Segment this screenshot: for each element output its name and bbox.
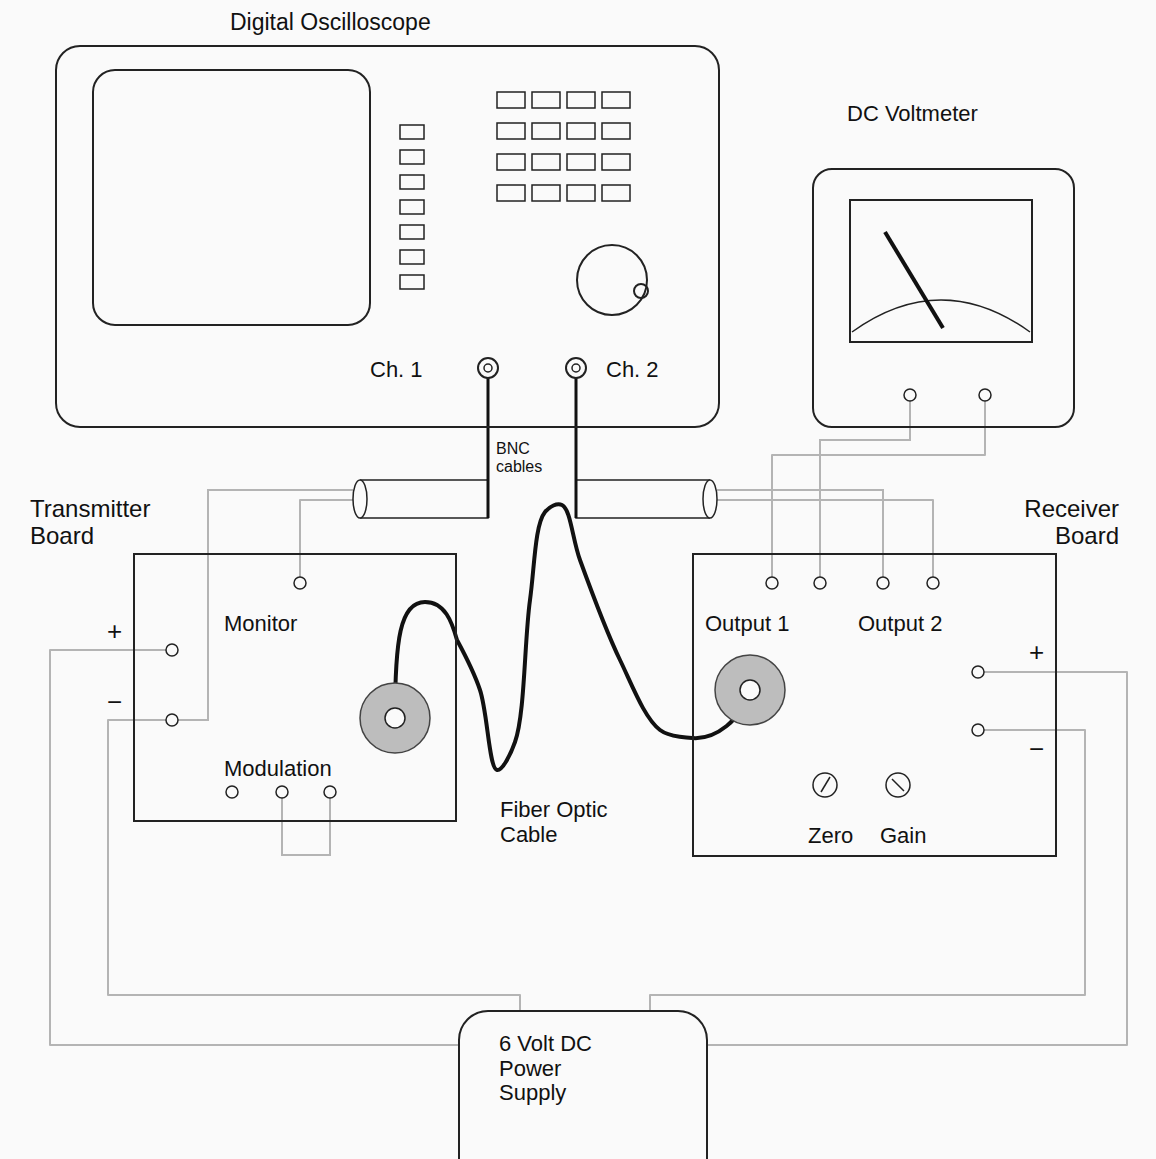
polarity-sign: − [1029, 735, 1044, 764]
gain-dial [886, 773, 910, 797]
edge-label: Fiber Optic Cable [500, 798, 640, 847]
side-button [400, 275, 424, 289]
shield-wire [178, 490, 353, 720]
knob-mark [634, 284, 648, 298]
dial-mark [892, 779, 904, 791]
key [602, 123, 630, 139]
node-title: Transmitter Board [30, 496, 158, 550]
power-supply: 6 Volt DC Power Supply [458, 1010, 708, 1159]
scope-screen [93, 70, 370, 325]
wires [133, 401, 1057, 855]
fiber-connector [740, 680, 760, 700]
terminal-lead [771, 553, 773, 577]
wire [50, 650, 458, 1045]
terminal-lead [984, 671, 1057, 673]
key [567, 185, 595, 201]
node-label: Modulation [224, 757, 332, 782]
bnc-cable [353, 480, 717, 518]
transmitter-board: Transmitter BoardMonitorModulation [133, 553, 457, 822]
meter-needle [885, 232, 943, 328]
node-title: 6 Volt DC Power Supply [499, 1032, 617, 1106]
meter-face [850, 200, 1032, 342]
key [497, 185, 525, 201]
meter-wire [820, 401, 910, 577]
bnc-jack [484, 364, 492, 372]
polarity-sign: + [1029, 638, 1044, 667]
node-label: Output 2 [858, 612, 942, 637]
terminal-lead [133, 649, 166, 651]
cable-label: BNC cables [496, 440, 562, 476]
key [532, 154, 560, 170]
receiver-board: Receiver BoardOutput 1Output 2ZeroGain [692, 553, 1057, 857]
wire [650, 730, 1085, 1010]
fiber-connector [360, 683, 430, 753]
key [602, 154, 630, 170]
wire [708, 672, 1127, 1045]
key [497, 154, 525, 170]
terminal-lead [984, 401, 986, 428]
dial-mark [821, 777, 830, 792]
side-button [400, 125, 424, 139]
key [497, 123, 525, 139]
node-label: Output 1 [705, 612, 789, 637]
terminal-lead [984, 729, 1057, 731]
side-button [400, 225, 424, 239]
wire [108, 720, 520, 1010]
key [567, 154, 595, 170]
key [532, 185, 560, 201]
shield-wire [717, 490, 883, 577]
node-label: Gain [880, 824, 926, 849]
fiber-optic-cable [457, 504, 692, 770]
node-label: Monitor [224, 612, 297, 637]
bnc-lead [487, 372, 490, 518]
terminal-lead [299, 553, 301, 577]
side-button [400, 200, 424, 214]
side-button [400, 150, 424, 164]
key [532, 123, 560, 139]
node-title: Digital Oscilloscope [230, 10, 431, 36]
polarity-sign: + [107, 617, 122, 646]
jumper-wire [282, 798, 330, 855]
node-label: Ch. 2 [606, 358, 659, 383]
fiber-connector [385, 708, 405, 728]
bnc-jack [478, 358, 498, 378]
key [532, 92, 560, 108]
side-button [400, 250, 424, 264]
bnc-jack [566, 358, 586, 378]
voltmeter: DC Voltmeter [812, 168, 1075, 428]
terminal-lead [932, 553, 934, 577]
knob [577, 245, 647, 315]
keypad [497, 92, 630, 201]
terminal-lead [133, 719, 166, 721]
zero-dial [813, 773, 837, 797]
side-buttons [400, 125, 424, 289]
node-label: Zero [808, 824, 853, 849]
key [567, 92, 595, 108]
terminals [166, 389, 991, 798]
node-label: Ch. 1 [370, 358, 423, 383]
fiber-connector [715, 655, 785, 725]
node-title: Receiver Board [987, 496, 1119, 550]
oscilloscope: Digital OscilloscopeCh. 1Ch. 2 [55, 45, 720, 428]
key [567, 123, 595, 139]
side-button [400, 175, 424, 189]
key [602, 185, 630, 201]
bnc-jack [572, 364, 580, 372]
key [602, 92, 630, 108]
node-title: DC Voltmeter [847, 102, 978, 127]
bnc-lead [575, 372, 578, 518]
polarity-sign: − [107, 688, 122, 717]
key [497, 92, 525, 108]
